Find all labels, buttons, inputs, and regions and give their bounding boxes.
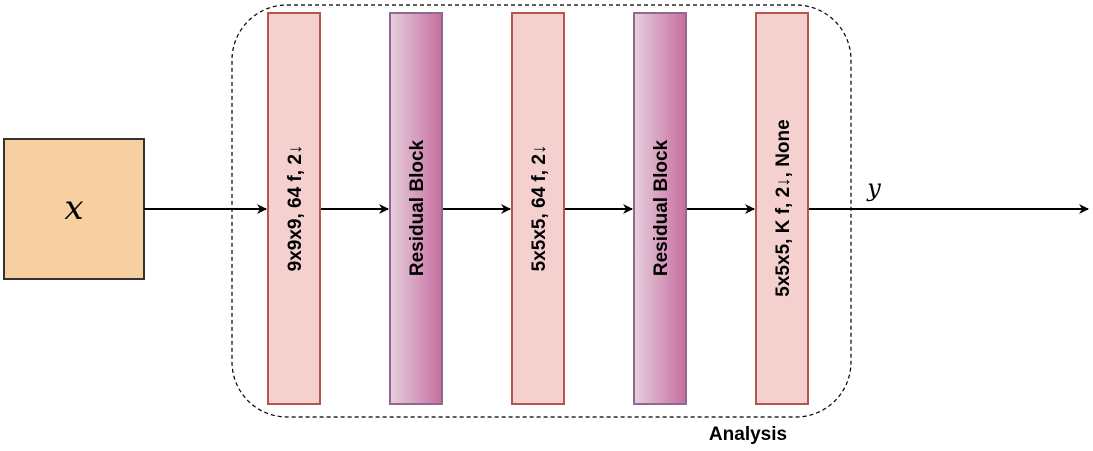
layer-4-residual-block: Residual Block [633, 12, 687, 405]
output-label: y [866, 174, 881, 202]
layer-4-label: Residual Block [651, 139, 672, 276]
layer-1-conv-block: 9x9x9, 64 f, 2↓ [267, 12, 321, 405]
layer-5-conv-block: 5x5x5, K f, 2↓, None [755, 12, 809, 405]
analysis-group-boundary [231, 4, 852, 418]
layer-5-label: 5x5x5, K f, 2↓, None [773, 119, 794, 296]
input-node [3, 138, 145, 280]
layer-2-residual-block: Residual Block [389, 12, 443, 405]
layer-3-label: 5x5x5, 64 f, 2↓ [529, 145, 550, 272]
layer-2-label: Residual Block [407, 139, 428, 276]
layer-3-conv-block: 5x5x5, 64 f, 2↓ [511, 12, 565, 405]
analysis-group-label: Analysis [709, 424, 787, 445]
input-node-label: x [64, 188, 83, 228]
layer-1-label: 9x9x9, 64 f, 2↓ [285, 145, 306, 272]
